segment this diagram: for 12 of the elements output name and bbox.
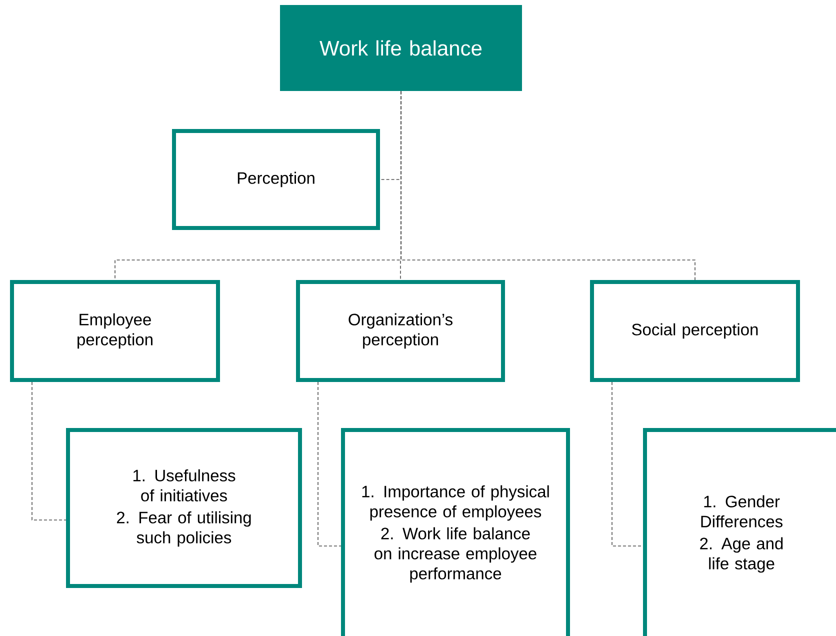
title-box: Work life balance xyxy=(280,5,522,91)
category-box: Employee perception xyxy=(10,280,220,382)
connector-line xyxy=(32,382,66,520)
connector-line xyxy=(612,382,644,546)
category-box: Social perception xyxy=(590,280,800,382)
connector-line xyxy=(318,382,342,546)
list-box: 1. Importance of physical presence of employees 2. Work life balance on increase employee performance xyxy=(341,428,570,636)
connector-line xyxy=(400,90,696,280)
list-box: 1. Gender Differences 2. Age and life stage xyxy=(643,428,836,636)
category-box: Organization’s perception xyxy=(296,280,505,382)
list-box: 1. Usefulness of initiatives 2. Fear of utilising such policies xyxy=(66,428,302,588)
category-box: Perception xyxy=(172,129,380,230)
